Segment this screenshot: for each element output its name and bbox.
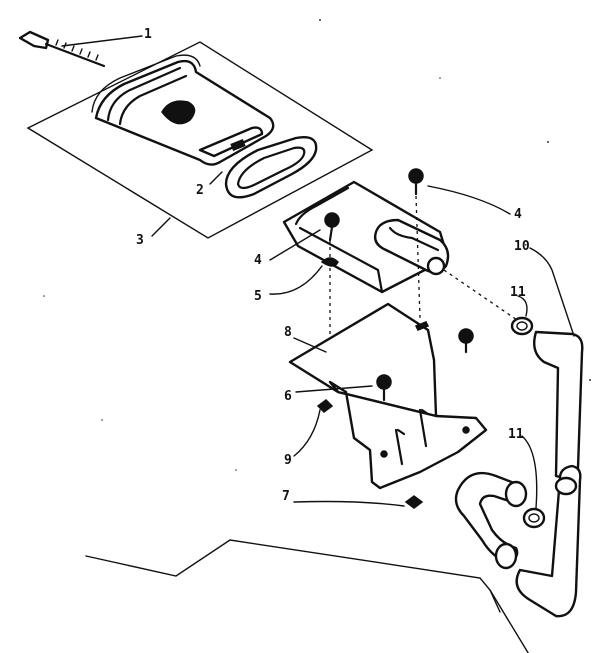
part-4-screw-top xyxy=(408,168,424,196)
part-6-screw xyxy=(376,374,392,402)
main-block xyxy=(282,180,450,294)
callout-labels: 1 2 3 4 4 5 6 7 8 9 10 11 11 xyxy=(136,27,530,504)
part-7-tab xyxy=(404,495,424,509)
callout-11-top: 11 xyxy=(510,285,526,300)
callout-6: 6 xyxy=(284,389,292,404)
part-11-clamp-top xyxy=(510,316,534,336)
callout-1: 1 xyxy=(144,27,152,42)
cabinet-outline xyxy=(85,539,530,653)
callout-5: 5 xyxy=(254,289,262,304)
part-3-panel xyxy=(26,41,374,239)
callout-4-right: 4 xyxy=(514,207,522,222)
part-9-tab xyxy=(316,399,334,413)
part-4-screw-block xyxy=(324,212,340,242)
callout-9: 9 xyxy=(284,453,292,468)
callout-4-left: 4 xyxy=(254,253,262,268)
part-10-hose xyxy=(454,330,584,618)
bracket xyxy=(328,380,488,490)
scan-specks xyxy=(43,19,591,471)
element-assembly xyxy=(91,54,275,166)
callout-11-bottom: 11 xyxy=(508,427,524,442)
callout-2: 2 xyxy=(196,183,204,198)
part-2-gasket xyxy=(224,136,318,199)
callout-10: 10 xyxy=(514,239,530,254)
callout-7: 7 xyxy=(282,489,290,504)
callout-3: 3 xyxy=(136,233,144,248)
callout-8: 8 xyxy=(284,325,292,340)
leader-lines xyxy=(61,35,575,509)
plate-screw-right xyxy=(458,328,474,354)
part-1-screw xyxy=(18,30,106,68)
part-11-clamp-bottom xyxy=(522,507,546,529)
